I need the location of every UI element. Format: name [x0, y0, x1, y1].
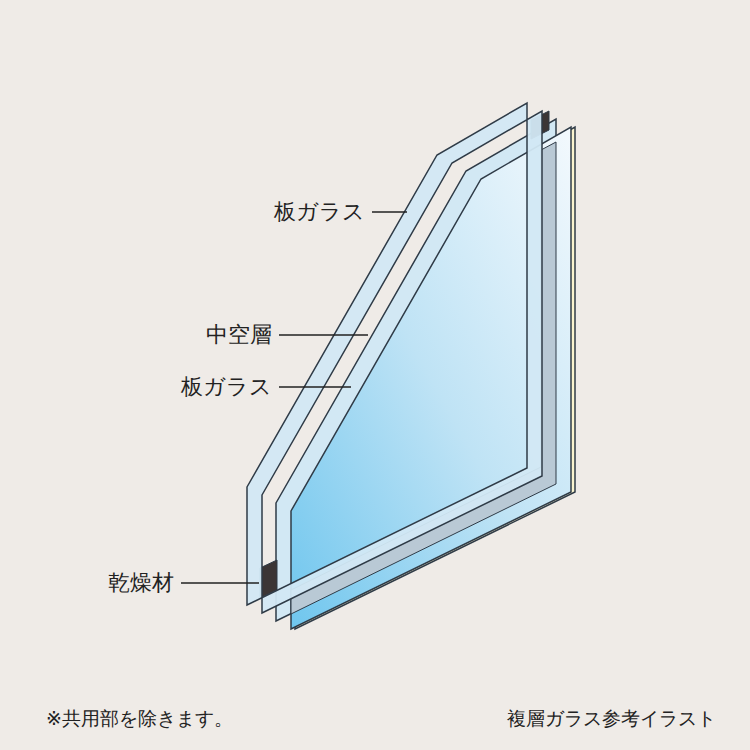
part-label: 乾燥材	[108, 570, 174, 596]
part-label: 中空層	[206, 322, 272, 348]
label-text: 板ガラス	[274, 199, 365, 224]
label-text: 中空層	[206, 322, 272, 347]
leader-line	[279, 386, 351, 387]
part-label: 板ガラス	[274, 199, 365, 225]
leader-line	[181, 582, 259, 583]
label-text: 板ガラス	[181, 374, 272, 399]
part-label: 板ガラス	[181, 374, 272, 400]
caption-text: 複層ガラス参考イラスト	[507, 707, 716, 729]
leader-line	[372, 211, 407, 212]
label-text: 乾燥材	[108, 570, 174, 595]
caption: 複層ガラス参考イラスト	[507, 707, 716, 730]
note-text: ※共用部を除きます。	[46, 707, 233, 730]
leader-line	[279, 334, 368, 335]
label-text: ※共用部を除きます。	[46, 707, 233, 729]
front-glass-edge	[247, 103, 542, 613]
